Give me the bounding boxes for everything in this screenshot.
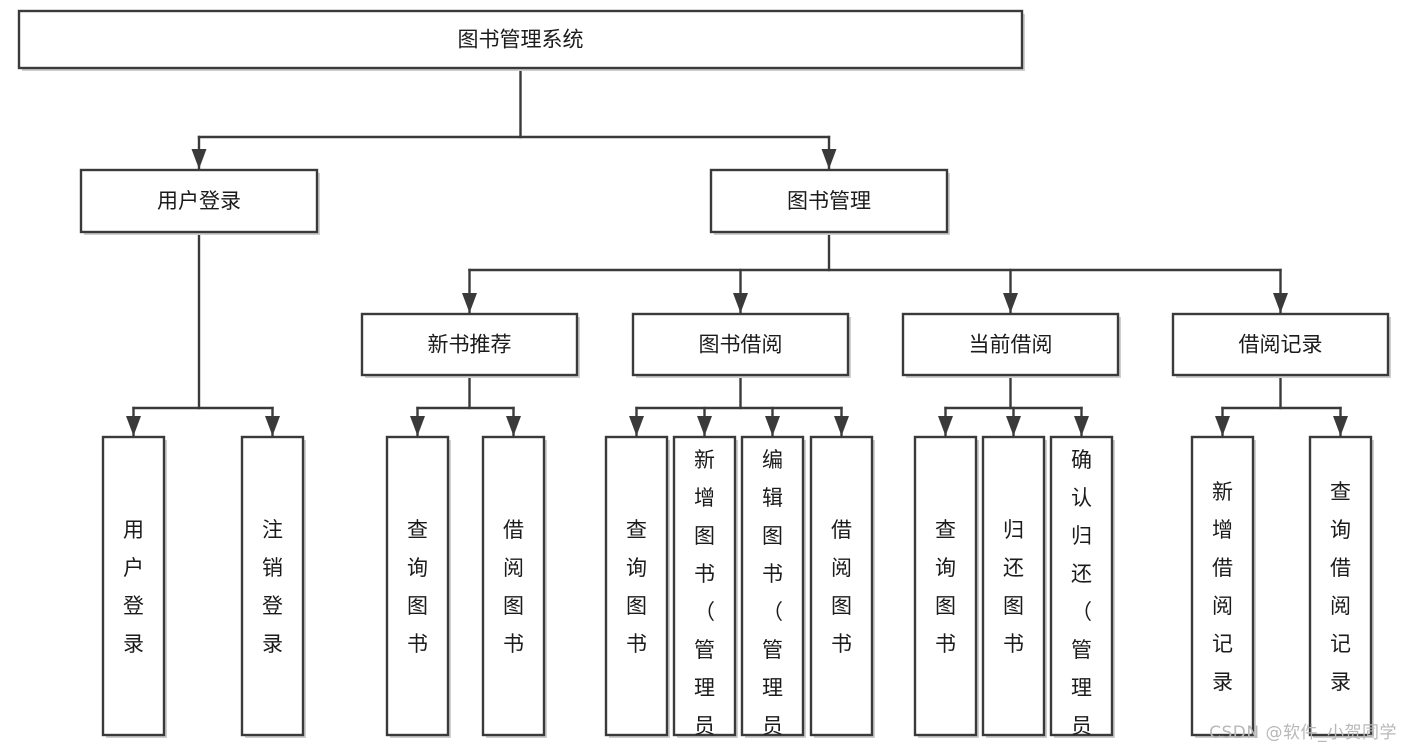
node-box[interactable]	[360, 312, 579, 377]
node-current-borrow[interactable]: 当前借阅	[901, 312, 1121, 378]
node-label: 用户登录	[157, 189, 241, 213]
nodes-layer: 图书管理系统用户登录图书管理新书推荐图书借阅当前借阅借阅记录用户登录注销登录查询…	[17, 9, 1391, 747]
node-label: 确认归还（管理员）	[1071, 448, 1092, 747]
node-leaf-query-record[interactable]: 查询借阅记录	[1308, 435, 1374, 738]
node-box[interactable]	[981, 435, 1046, 737]
node-book-manage[interactable]: 图书管理	[709, 168, 950, 235]
node-box[interactable]	[1049, 435, 1114, 737]
node-user-login[interactable]: 用户登录	[79, 168, 320, 235]
node-box[interactable]	[913, 435, 978, 737]
node-label: 归还图书	[1003, 518, 1024, 656]
node-label: 借阅记录	[1239, 333, 1323, 357]
node-borrow-record[interactable]: 借阅记录	[1171, 312, 1391, 378]
node-label: 图书管理系统	[458, 28, 584, 52]
node-leaf-query-book-1[interactable]: 查询图书	[385, 435, 451, 738]
node-label: 注销登录	[262, 518, 283, 656]
node-label: 查询图书	[935, 518, 956, 656]
node-root[interactable]: 图书管理系统	[17, 9, 1025, 71]
node-box[interactable]	[672, 435, 737, 737]
node-box[interactable]	[101, 435, 166, 737]
node-box[interactable]	[240, 435, 305, 737]
node-box[interactable]	[809, 435, 874, 737]
node-box[interactable]	[79, 168, 319, 234]
node-leaf-borrow-book-2[interactable]: 借阅图书	[809, 435, 875, 738]
node-label: 用户登录	[123, 518, 144, 656]
node-box[interactable]	[385, 435, 450, 737]
node-box[interactable]	[1308, 435, 1373, 737]
node-leaf-user-login[interactable]: 用户登录	[101, 435, 167, 738]
node-leaf-return-book[interactable]: 归还图书	[981, 435, 1047, 738]
node-box[interactable]	[631, 312, 850, 377]
node-box[interactable]	[604, 435, 669, 737]
node-leaf-user-logout[interactable]: 注销登录	[240, 435, 306, 738]
node-label: 新增图书（管理员）	[694, 448, 715, 747]
node-label: 新书推荐	[428, 333, 512, 357]
node-new-book-rec[interactable]: 新书推荐	[360, 312, 580, 378]
node-box[interactable]	[1190, 435, 1255, 737]
node-label: 编辑图书（管理员）	[762, 448, 783, 747]
node-box[interactable]	[481, 435, 546, 737]
node-label: 查询借阅记录	[1330, 480, 1351, 694]
node-box[interactable]	[17, 9, 1024, 70]
node-label: 图书管理	[787, 189, 871, 213]
node-box[interactable]	[1171, 312, 1390, 377]
node-leaf-add-record[interactable]: 新增借阅记录	[1190, 435, 1256, 738]
node-label: 当前借阅	[969, 333, 1053, 357]
node-leaf-query-book-3[interactable]: 查询图书	[913, 435, 979, 738]
node-label: 借阅图书	[831, 518, 852, 656]
node-box[interactable]	[901, 312, 1120, 377]
node-leaf-query-book-2[interactable]: 查询图书	[604, 435, 670, 738]
node-book-borrow[interactable]: 图书借阅	[631, 312, 851, 378]
node-leaf-confirm-return[interactable]: 确认归还（管理员）	[1049, 435, 1115, 747]
node-box[interactable]	[740, 435, 805, 737]
edges-layer	[126, 66, 1348, 438]
node-leaf-add-book[interactable]: 新增图书（管理员）	[672, 435, 738, 747]
node-label: 新增借阅记录	[1212, 480, 1233, 694]
node-label: 图书借阅	[699, 333, 783, 357]
node-leaf-edit-book[interactable]: 编辑图书（管理员）	[740, 435, 806, 747]
node-box[interactable]	[709, 168, 949, 234]
node-label: 查询图书	[626, 518, 647, 656]
node-label: 查询图书	[407, 518, 428, 656]
node-leaf-borrow-book-1[interactable]: 借阅图书	[481, 435, 547, 738]
node-label: 借阅图书	[503, 518, 524, 656]
